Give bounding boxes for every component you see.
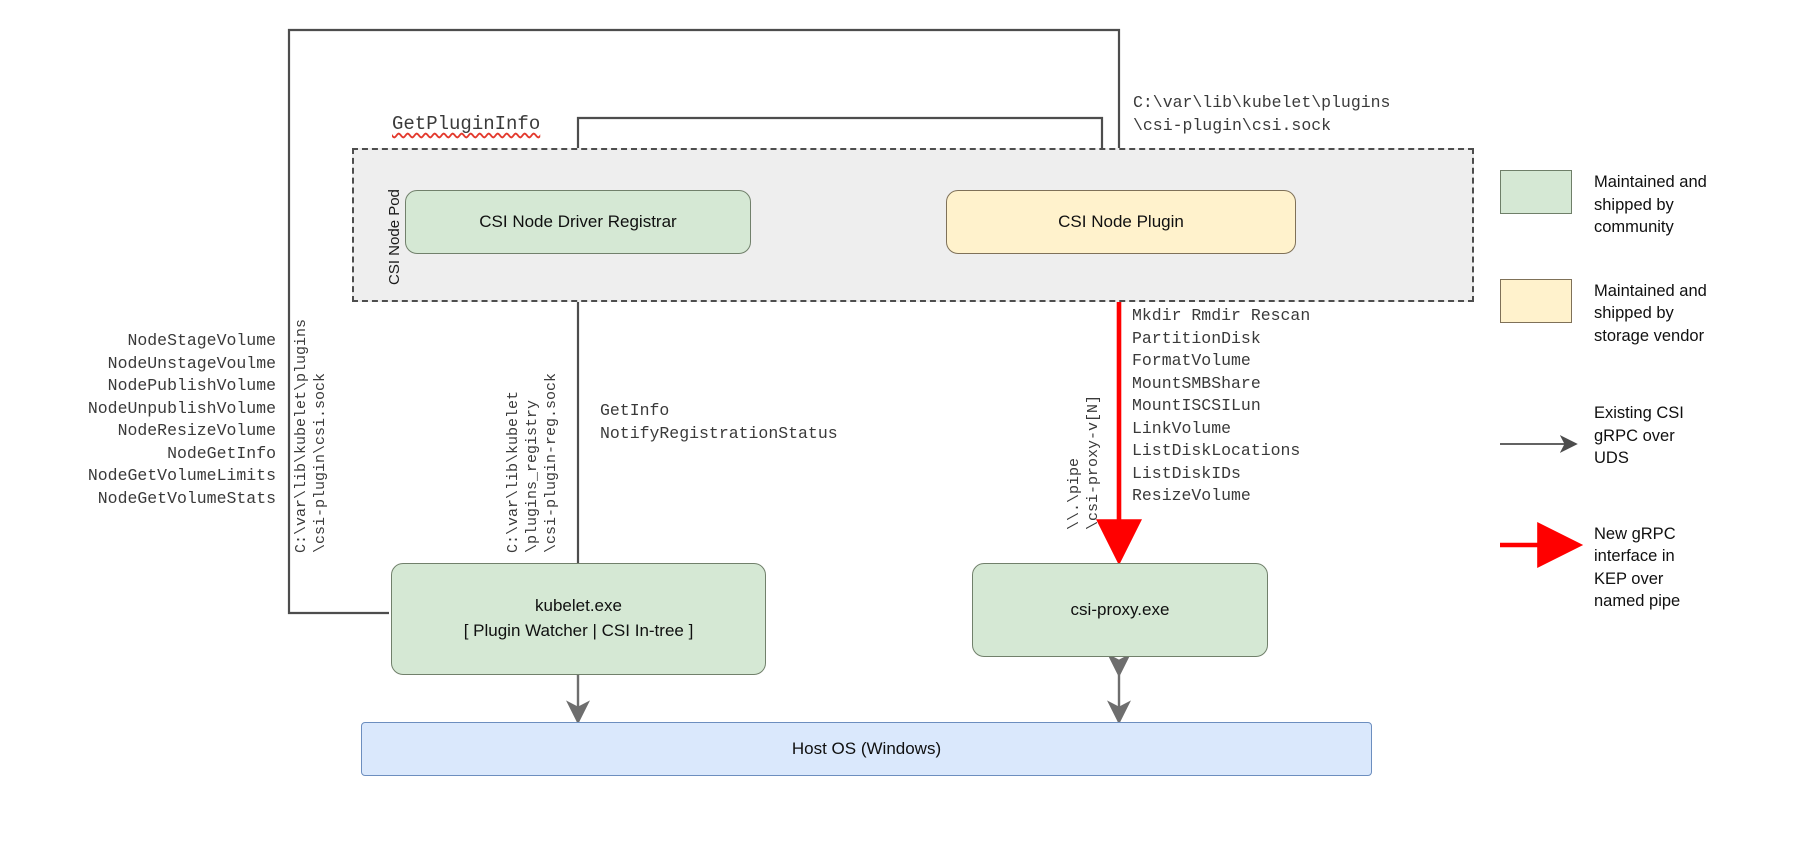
box-host-os[interactable]: Host OS (Windows) xyxy=(361,722,1372,776)
box-csi-proxy-exe[interactable]: csi-proxy.exe xyxy=(972,563,1268,657)
label-left-vertical-csi-sock-path: C:\var\lib\kubelet\plugins \csi-plugin\c… xyxy=(293,318,329,553)
csi-node-pod-label: CSI Node Pod xyxy=(386,189,403,285)
legend-swatch-vendor-icon xyxy=(1500,278,1572,323)
legend: Maintained and shipped by community Main… xyxy=(1500,170,1800,653)
box-csi-node-driver-registrar-label: CSI Node Driver Registrar xyxy=(479,211,677,231)
legend-label-vendor: Maintained and shipped by storage vendor xyxy=(1594,281,1707,345)
legend-swatch-existing-csi-icon xyxy=(1500,401,1572,445)
box-csi-node-driver-registrar[interactable]: CSI Node Driver Registrar xyxy=(405,190,751,254)
legend-row: Existing CSI gRPC over UDS xyxy=(1500,401,1800,470)
legend-label-community: Maintained and shipped by community xyxy=(1594,173,1707,236)
box-kubelet-exe[interactable]: kubelet.exe [ Plugin Watcher | CSI In-tr… xyxy=(391,563,766,675)
box-host-os-label: Host OS (Windows) xyxy=(791,738,942,758)
label-get-plugin-info-text: GetPluginInfo xyxy=(392,113,541,135)
legend-row: Maintained and shipped by storage vendor xyxy=(1500,278,1800,348)
box-csi-proxy-exe-label: csi-proxy.exe xyxy=(1070,599,1170,619)
label-registration-rpcs: GetInfo NotifyRegistrationStatus xyxy=(600,401,838,443)
label-csi-plugin-sock-path: C:\var\lib\kubelet\plugins \csi-plugin\c… xyxy=(1133,93,1391,135)
legend-swatch-new-grpc-icon xyxy=(1500,522,1572,566)
label-plugins-registry-path: C:\var\lib\kubelet \plugins_registry \cs… xyxy=(505,372,560,553)
legend-swatch-community-icon xyxy=(1500,170,1572,214)
box-csi-node-plugin-label: CSI Node Plugin xyxy=(1058,211,1184,231)
label-node-rpc-list: NodeStageVolume NodeUnstageVoulme NodePu… xyxy=(87,331,276,508)
legend-label-new-grpc: New gRPC interface in KEP over named pip… xyxy=(1594,524,1681,611)
box-kubelet-exe-label: kubelet.exe xyxy=(535,596,622,616)
label-get-plugin-info: GetPluginInfo xyxy=(392,113,540,135)
legend-label-existing-csi: Existing CSI gRPC over UDS xyxy=(1594,404,1684,467)
label-named-pipe-path: \\.\pipe \csi-proxy-v[N] xyxy=(1066,394,1102,530)
box-kubelet-exe-sublabel: [ Plugin Watcher | CSI In-tree ] xyxy=(463,621,694,640)
legend-row: Maintained and shipped by community xyxy=(1500,170,1800,239)
legend-row: New gRPC interface in KEP over named pip… xyxy=(1500,522,1800,613)
box-csi-node-plugin[interactable]: CSI Node Plugin xyxy=(946,190,1296,254)
label-csi-proxy-rpc-list: Mkdir Rmdir Rescan PartitionDisk FormatV… xyxy=(1132,306,1311,505)
